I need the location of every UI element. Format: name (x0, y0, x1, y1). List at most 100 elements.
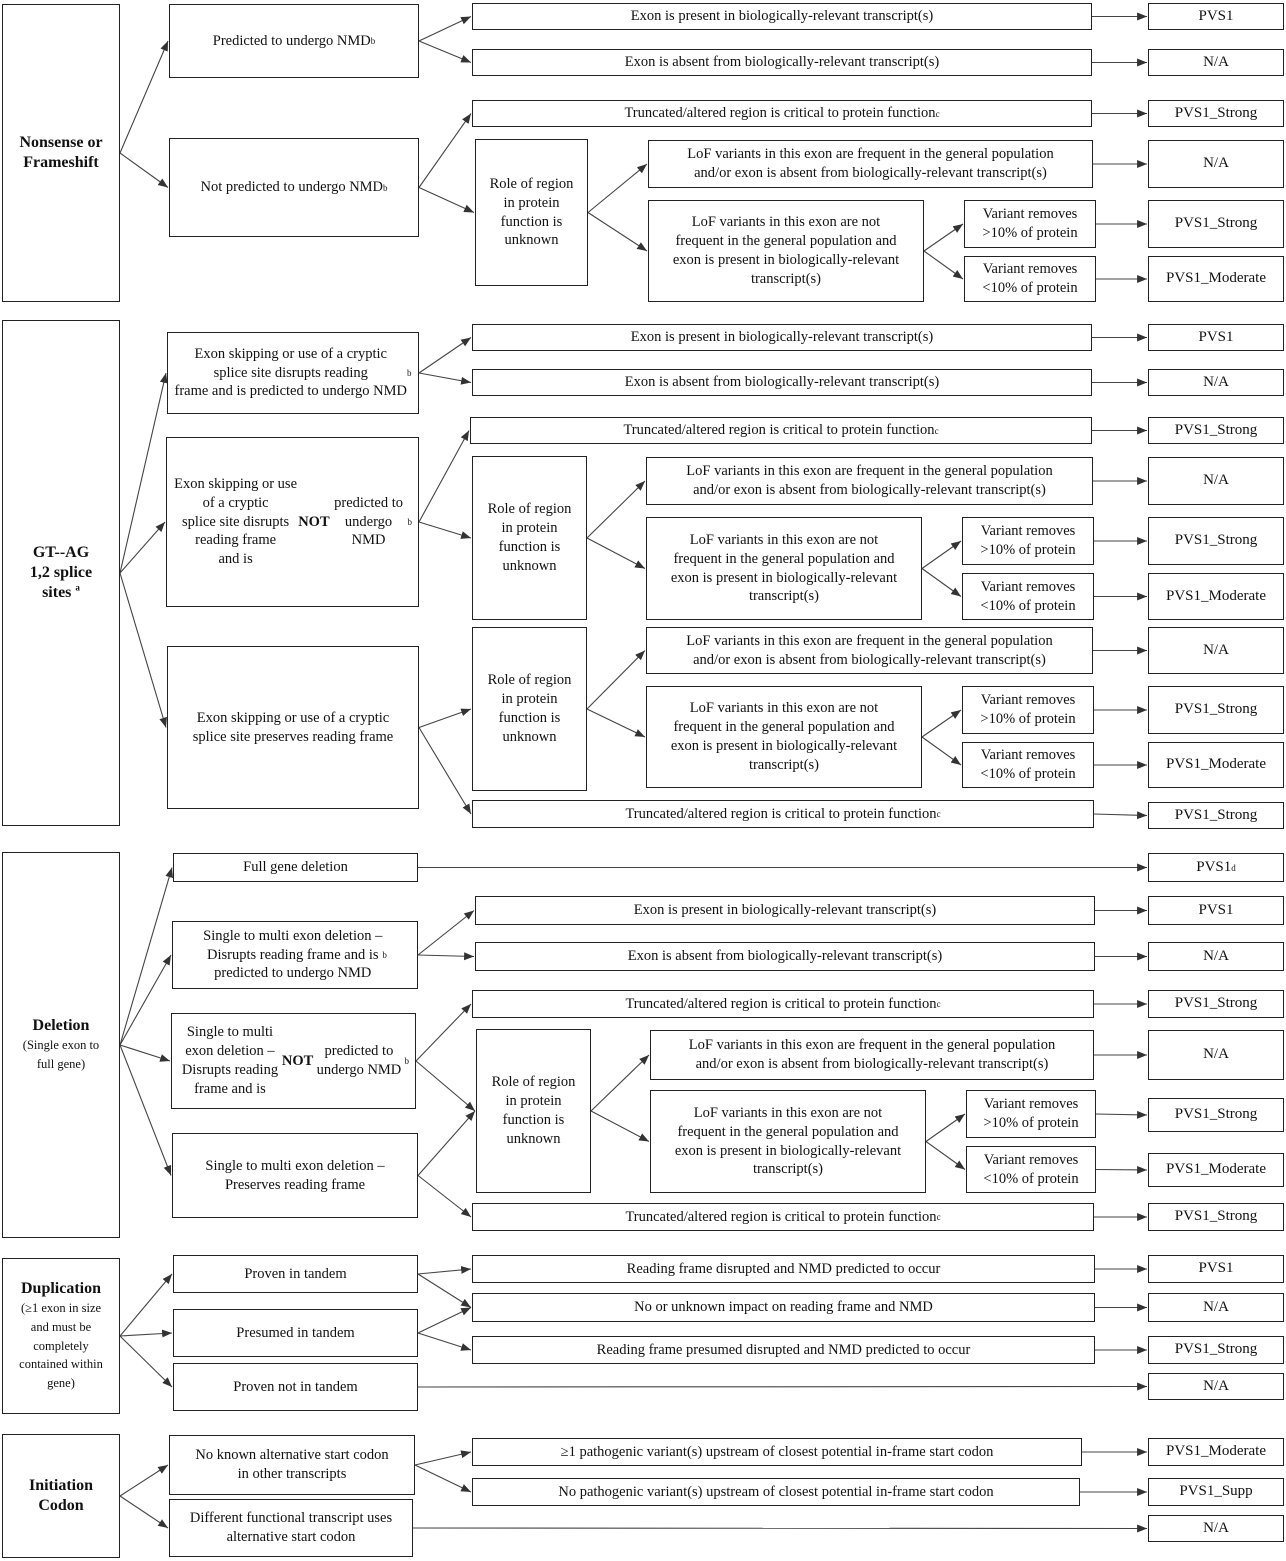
arrow-sp-nmd-to-sp-nmd-a (418, 372, 472, 385)
node-de-full-o: PVS1 d (1148, 853, 1284, 882)
arrow-du-pres-to-du-rfp (417, 1332, 472, 1351)
arrow-sp-nonmd-to-sp-crit1 (418, 430, 470, 523)
arrow-de-nfreq-to-de-gt (925, 1113, 966, 1142)
node-sp-freq2: LoF variants in this exon are frequent i… (646, 627, 1093, 674)
arrow-sp-role1-to-sp-nfreq1 (586, 537, 646, 569)
node-du-pres: Presumed in tandem (173, 1309, 418, 1357)
arrow-sp-nmd-to-sp-nmd-p (418, 337, 472, 374)
arrow-de-to-de-pres (119, 1044, 172, 1176)
arrow-de-nmd-to-de-nmd-a (417, 952, 475, 961)
node-du-rfp: Reading frame presumed disrupted and NMD… (472, 1336, 1095, 1364)
arrow-de-nfreq-to-de-lt (925, 1141, 966, 1170)
arrow-sp-nfreq1-to-sp-gt1 (921, 540, 962, 569)
arrow-du-prov-to-du-rf (417, 1265, 472, 1275)
node-du-not-o: N/A (1148, 1373, 1284, 1400)
node-sp-nmd-a-o: N/A (1148, 369, 1284, 396)
node-sp-crit2-o: PVS1_Strong (1148, 802, 1284, 829)
arrow-sp-nfreq1-to-sp-lt1 (921, 568, 962, 597)
arrow-de-nonmd-to-de-crit1 (415, 1003, 472, 1062)
node-sp-lt2: Variant removes<10% of protein (962, 742, 1094, 788)
arrow-nf-to-nf-nonmd (119, 152, 169, 188)
node-du-rf-o: PVS1 (1148, 1255, 1284, 1283)
node-du-rf: Reading frame disrupted and NMD predicte… (472, 1255, 1095, 1283)
node-du-rfp-o: PVS1_Strong (1148, 1336, 1284, 1364)
arrow-du-prov-to-du-no (417, 1273, 472, 1308)
node-sp-freq1: LoF variants in this exon are frequent i… (646, 457, 1093, 505)
arrow-de-to-de-nmd (119, 954, 172, 1046)
arrow-nf-role-to-nf-freq (587, 163, 648, 213)
node-de-nmd-p-o: PVS1 (1148, 896, 1284, 925)
node-nf-crit-o: PVS1_Strong (1148, 100, 1284, 127)
node-sp-freq2-o: N/A (1148, 627, 1284, 674)
arrow-ic-alt-to-ic-alt-o (412, 1524, 1148, 1533)
arrow-ic-noalt-to-ic-path (414, 1450, 472, 1466)
arrow-nf-nmd-to-nf-nmd-a (418, 40, 472, 64)
node-de-freq: LoF variants in this exon are frequent i… (650, 1030, 1094, 1080)
node-nf-freq-o: N/A (1148, 140, 1284, 188)
arrow-ic-to-ic-noalt (119, 1464, 169, 1497)
node-sp-crit2: Truncated/altered region is critical to … (472, 800, 1094, 828)
node-nf-crit: Truncated/altered region is critical to … (472, 100, 1092, 127)
node-nf-lt: Variant removes<10% of protein (964, 256, 1096, 302)
arrow-du-not-to-du-not-o (417, 1382, 1148, 1391)
arrow-sp-to-sp-nonmd (119, 521, 166, 574)
arrow-nf-nonmd-to-nf-role (418, 186, 475, 214)
node-sp-crit1: Truncated/altered region is critical to … (470, 417, 1092, 444)
node-sp-freq1-o: N/A (1148, 457, 1284, 505)
node-nf-gt-o: PVS1_Strong (1148, 200, 1284, 248)
arrow-sp-to-sp-nmd (119, 372, 168, 574)
arrow-nf-to-nf-nmd (119, 40, 169, 154)
node-sp-gt2: Variant removes>10% of protein (962, 686, 1094, 734)
node-nf-nonmd: Not predicted to undergo NMD b (169, 138, 419, 237)
node-sp-lt2-o: PVS1_Moderate (1148, 742, 1284, 788)
arrow-sp-nonmd-to-sp-role1 (418, 521, 472, 539)
arrow-de-nonmd-to-de-role (415, 1060, 476, 1112)
arrow-nf-nfreq-to-nf-gt (923, 223, 964, 252)
node-sp-lt1-o: PVS1_Moderate (1148, 573, 1284, 620)
node-de-nmd-p: Exon is present in biologically-relevant… (475, 896, 1095, 925)
arrow-nf-role-to-nf-nfreq (587, 212, 648, 252)
arrow-de-gt-to-de-gt-o (1095, 1110, 1148, 1119)
node-ic-alt-o: N/A (1148, 1515, 1284, 1542)
node-nf-nmd-a: Exon is absent from biologically-relevan… (472, 49, 1092, 76)
arrow-sp-role2-to-sp-nfreq2 (586, 708, 646, 738)
node-de-nmd-a-o: N/A (1148, 942, 1284, 971)
node-nf-lt-o: PVS1_Moderate (1148, 256, 1284, 302)
node-de-crit1-o: PVS1_Strong (1148, 990, 1284, 1018)
node-de-crit2-o: PVS1_Strong (1148, 1203, 1284, 1231)
node-de-lt-o: PVS1_Moderate (1148, 1153, 1284, 1187)
node-nf-nmd: Predicted to undergo NMD b (169, 4, 419, 78)
arrow-nf-nmd-to-nf-nmd-p (418, 16, 472, 42)
node-de-gt-o: PVS1_Strong (1148, 1098, 1284, 1132)
arrow-du-to-du-prov (119, 1273, 173, 1337)
node-sp-gt1-o: PVS1_Strong (1148, 517, 1284, 565)
arrow-de-pres-to-de-role (417, 1110, 476, 1176)
node-ic-nopath-o: PVS1_Supp (1148, 1478, 1284, 1506)
arrow-sp-nfreq2-to-sp-lt2 (921, 736, 962, 766)
arrow-du-pres-to-du-no (417, 1307, 472, 1334)
node-de-pres: Single to multi exon deletion –Preserves… (172, 1133, 418, 1218)
node-de-nmd-a: Exon is absent from biologically-relevan… (475, 942, 1095, 971)
node-sp-nmd-p-o: PVS1 (1148, 324, 1284, 351)
node-de-crit2: Truncated/altered region is critical to … (472, 1203, 1094, 1231)
arrow-nf-nonmd-to-nf-crit (418, 113, 472, 188)
node-ic-path: ≥1 pathogenic variant(s) upstream of clo… (472, 1438, 1082, 1466)
arrow-de-lt-to-de-lt-o (1095, 1165, 1148, 1174)
arrow-sp-to-sp-pres (119, 572, 167, 728)
arrow-de-role-to-de-freq (590, 1054, 650, 1112)
arrow-du-to-du-not (119, 1335, 173, 1388)
node-de-nonmd: Single to multi exon deletion –Disrupts … (171, 1013, 416, 1109)
node-du-no-o: N/A (1148, 1293, 1284, 1322)
